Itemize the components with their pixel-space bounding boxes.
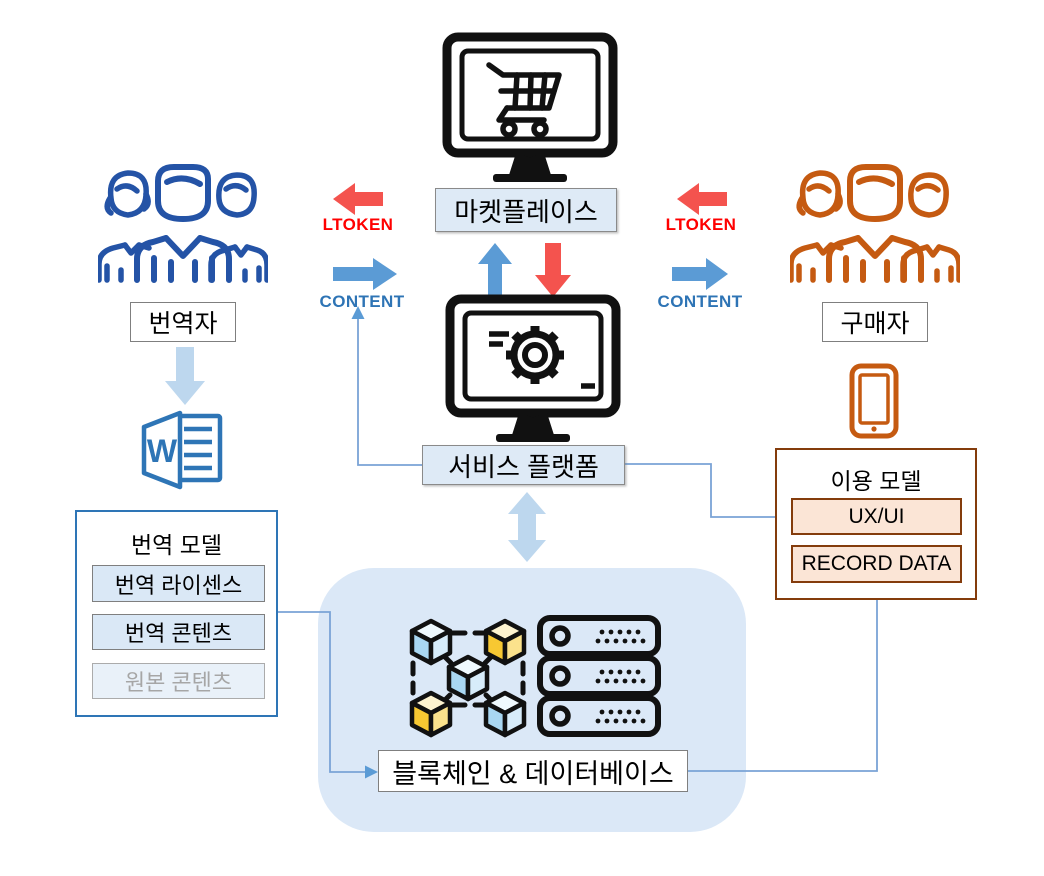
marketplace-monitor-cart-icon (442, 32, 618, 182)
left-arrow-red-right (677, 183, 727, 215)
translation-model-title: 번역 모델 (77, 526, 276, 560)
content-label-left: CONTENT (303, 292, 421, 312)
ltoken-label-left: LTOKEN (305, 215, 411, 235)
original-content-row: 원본 콘텐츠 (92, 663, 265, 699)
content-text-right: CONTENT (657, 292, 743, 311)
translator-label: 번역자 (130, 302, 236, 342)
marketplace-label: 마켓플레이스 (435, 188, 617, 232)
translation-license-row: 번역 라이센스 (92, 565, 265, 602)
pale-down-arrow (165, 347, 205, 405)
translation-content-text: 번역 콘텐츠 (124, 621, 233, 646)
word-document-icon: W (141, 410, 223, 490)
translator-label-text: 번역자 (148, 310, 218, 338)
right-arrow-blue-left (333, 258, 397, 290)
left-arrow-red (333, 183, 383, 215)
svg-text:W: W (147, 433, 178, 469)
buyer-label-text: 구매자 (840, 310, 910, 338)
marketplace-label-text: 마켓플레이스 (454, 196, 598, 227)
blockchain-label: 블록체인 & 데이터베이스 (378, 750, 688, 792)
smartphone-icon (849, 363, 899, 439)
database-servers-icon (537, 615, 661, 737)
ux-ui-text: UX/UI (848, 504, 905, 528)
translation-content-row: 번역 콘텐츠 (92, 614, 265, 650)
blockchain-label-text: 블록체인 & 데이터베이스 (392, 758, 674, 789)
content-label-right: CONTENT (641, 292, 759, 312)
usage-model-box: 이용 모델 UX/UI RECORD DATA (775, 448, 977, 600)
record-data-row: RECORD DATA (791, 545, 962, 583)
translator-group-icon (98, 164, 268, 283)
right-arrow-blue-right (672, 258, 728, 290)
translation-license-text: 번역 라이센스 (114, 572, 243, 598)
translation-model-box: 번역 모델 번역 라이센스 번역 콘텐츠 원본 콘텐츠 (75, 510, 278, 717)
up-arrow-blue (478, 243, 512, 295)
double-vertical-arrow (508, 492, 546, 562)
content-text-left: CONTENT (319, 292, 405, 311)
usage-model-title-text: 이용 모델 (830, 468, 922, 494)
ltoken-text-left: LTOKEN (322, 215, 394, 234)
original-content-text: 원본 콘텐츠 (124, 670, 233, 695)
translation-model-title-text: 번역 모델 (130, 532, 223, 558)
record-data-text: RECORD DATA (801, 552, 952, 575)
blockchain-cubes-icon (409, 618, 527, 738)
ltoken-text-right: LTOKEN (665, 215, 737, 234)
service-platform-monitor-gear-icon (445, 294, 621, 442)
usage-model-title: 이용 모델 (777, 462, 975, 496)
ux-ui-row: UX/UI (791, 498, 962, 535)
buyer-group-icon (790, 164, 960, 283)
down-arrow-red (535, 243, 571, 297)
buyer-label: 구매자 (822, 302, 928, 342)
service-platform-label: 서비스 플랫폼 (422, 445, 625, 485)
ltoken-label-right: LTOKEN (648, 215, 754, 235)
service-platform-label-text: 서비스 플랫폼 (448, 451, 599, 482)
